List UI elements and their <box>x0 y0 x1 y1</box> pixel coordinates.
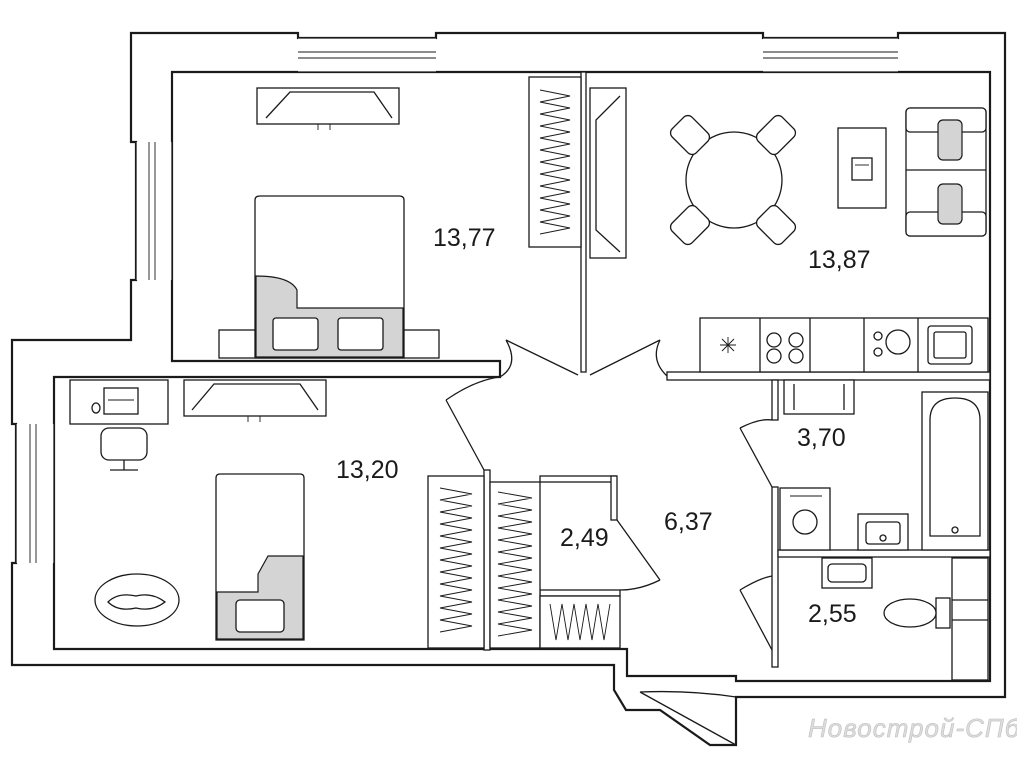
single-bed <box>215 473 305 641</box>
washing-machine-shelf <box>783 379 855 415</box>
tv-unit-kitchen <box>589 87 627 259</box>
laptop-desk-kitchen <box>837 127 887 209</box>
window-left-upper <box>135 142 173 280</box>
window-top-left <box>298 37 436 73</box>
window-left-lower <box>15 424 55 563</box>
wardrobe-1 <box>528 76 582 248</box>
toilet-sink <box>821 557 873 589</box>
desk-bedroom-2 <box>69 379 169 471</box>
washing-machine <box>779 487 831 551</box>
tv-unit-bedroom-1 <box>256 87 400 130</box>
room-area-label: 2,55 <box>808 600 857 628</box>
window-top-right <box>763 37 898 73</box>
exterior-wall <box>10 31 1007 747</box>
rug-with-dog <box>94 573 180 627</box>
partitions <box>483 71 991 668</box>
room-area-label: 2,49 <box>560 524 609 552</box>
watermark: Новострой-СПб <box>808 713 1017 743</box>
wardrobe-3 <box>489 481 541 649</box>
bathtub <box>921 391 989 551</box>
doors <box>445 339 773 746</box>
toilet <box>883 597 951 629</box>
bathroom-sink <box>857 513 909 551</box>
room-area-label: 13,20 <box>336 456 399 484</box>
room-area-label: 6,37 <box>664 508 713 536</box>
wardrobe-2 <box>427 475 485 649</box>
sofa <box>905 107 987 237</box>
kitchen-counter <box>699 317 989 373</box>
tv-unit-bedroom-2 <box>183 379 327 422</box>
toilet-shelf <box>951 557 989 681</box>
room-area-label: 3,70 <box>797 424 846 452</box>
double-bed <box>218 195 440 359</box>
wardrobe-4 <box>539 595 621 649</box>
room-area-label: 13,77 <box>433 224 496 252</box>
room-area-label: 13,87 <box>808 246 871 274</box>
dining-table <box>669 114 797 246</box>
